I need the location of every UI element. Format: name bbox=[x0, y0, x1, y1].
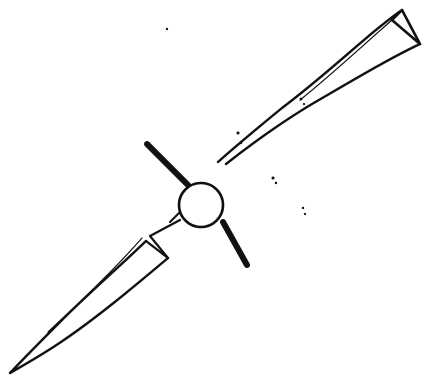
upper-right-arrow-icon bbox=[216, 8, 422, 166]
scan-speckles bbox=[165, 27, 307, 216]
lower-arrow-body bbox=[8, 239, 170, 375]
speck bbox=[301, 206, 305, 210]
lower-right-bar-icon bbox=[220, 219, 250, 268]
center-hub-circle-icon bbox=[177, 181, 225, 229]
upper-left-bar-icon bbox=[144, 141, 191, 188]
speck bbox=[271, 176, 275, 180]
speck bbox=[303, 212, 307, 216]
speck bbox=[274, 181, 278, 185]
speck bbox=[302, 102, 306, 106]
upper-arrow-body bbox=[216, 8, 422, 166]
lower-left-arrow-icon bbox=[8, 218, 182, 375]
lower-arrow-inner-edge bbox=[47, 237, 143, 333]
upper-arrow-inner-edge bbox=[299, 19, 393, 101]
speck bbox=[165, 27, 169, 31]
center-hub-group bbox=[144, 141, 250, 268]
speck bbox=[236, 131, 240, 135]
lower-arrow-tail-edge bbox=[144, 218, 182, 260]
speck bbox=[299, 97, 303, 101]
speck bbox=[239, 141, 243, 145]
